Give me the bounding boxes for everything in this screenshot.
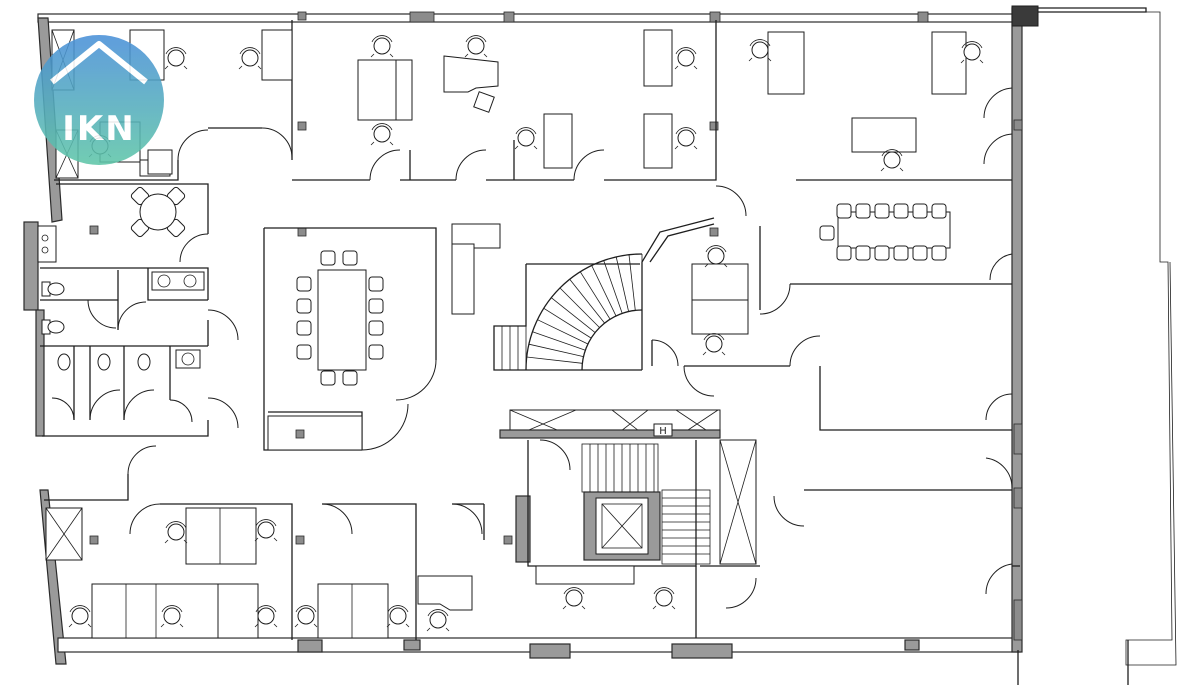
chair — [931, 203, 947, 219]
chair — [296, 344, 312, 360]
logo-roof-icon — [50, 41, 148, 85]
straight-staircase — [589, 444, 710, 555]
chair — [912, 203, 928, 219]
chair — [960, 41, 984, 64]
chair — [674, 47, 698, 70]
chair — [368, 344, 384, 360]
chair — [368, 320, 384, 336]
chair — [426, 609, 450, 632]
chair — [164, 47, 188, 70]
chair — [562, 587, 586, 610]
chair — [652, 587, 676, 610]
chairs — [68, 35, 984, 632]
chair — [368, 276, 384, 292]
company-logo: IKN — [34, 35, 164, 165]
chair — [855, 203, 871, 219]
chair — [238, 47, 262, 70]
chair — [931, 245, 947, 261]
interior-walls — [37, 20, 1020, 640]
chair — [912, 245, 928, 261]
chair — [514, 127, 538, 150]
chair — [674, 127, 698, 150]
chair — [296, 298, 312, 314]
chair — [893, 245, 909, 261]
spiral-staircase — [493, 253, 643, 371]
chair — [160, 605, 184, 628]
chair — [386, 605, 410, 628]
chair — [874, 203, 890, 219]
chair — [254, 519, 278, 542]
chair — [342, 250, 358, 266]
chair — [880, 149, 904, 172]
chair — [836, 203, 852, 219]
logo-text: IKN — [62, 109, 135, 149]
stair-marker — [653, 423, 673, 437]
chair — [893, 203, 909, 219]
chair — [368, 298, 384, 314]
chair — [748, 39, 772, 62]
stair-marker-label: H — [659, 426, 667, 437]
columns — [89, 11, 1023, 641]
chair — [294, 605, 318, 628]
desks — [45, 29, 967, 639]
chair — [68, 605, 92, 628]
chair — [464, 35, 488, 58]
chair — [855, 245, 871, 261]
chair — [296, 320, 312, 336]
chair — [819, 225, 835, 241]
chair — [320, 370, 336, 386]
sanitary — [41, 149, 205, 371]
chair — [370, 35, 394, 58]
chair — [704, 245, 728, 268]
chair — [320, 250, 336, 266]
chair — [342, 370, 358, 386]
door-swings — [51, 87, 1013, 609]
chair — [254, 605, 278, 628]
chair — [836, 245, 852, 261]
chair — [702, 333, 726, 356]
chair — [874, 245, 890, 261]
chair — [473, 91, 495, 113]
chair — [370, 123, 394, 146]
round-table — [139, 193, 177, 231]
chair — [296, 276, 312, 292]
chair — [164, 521, 188, 544]
